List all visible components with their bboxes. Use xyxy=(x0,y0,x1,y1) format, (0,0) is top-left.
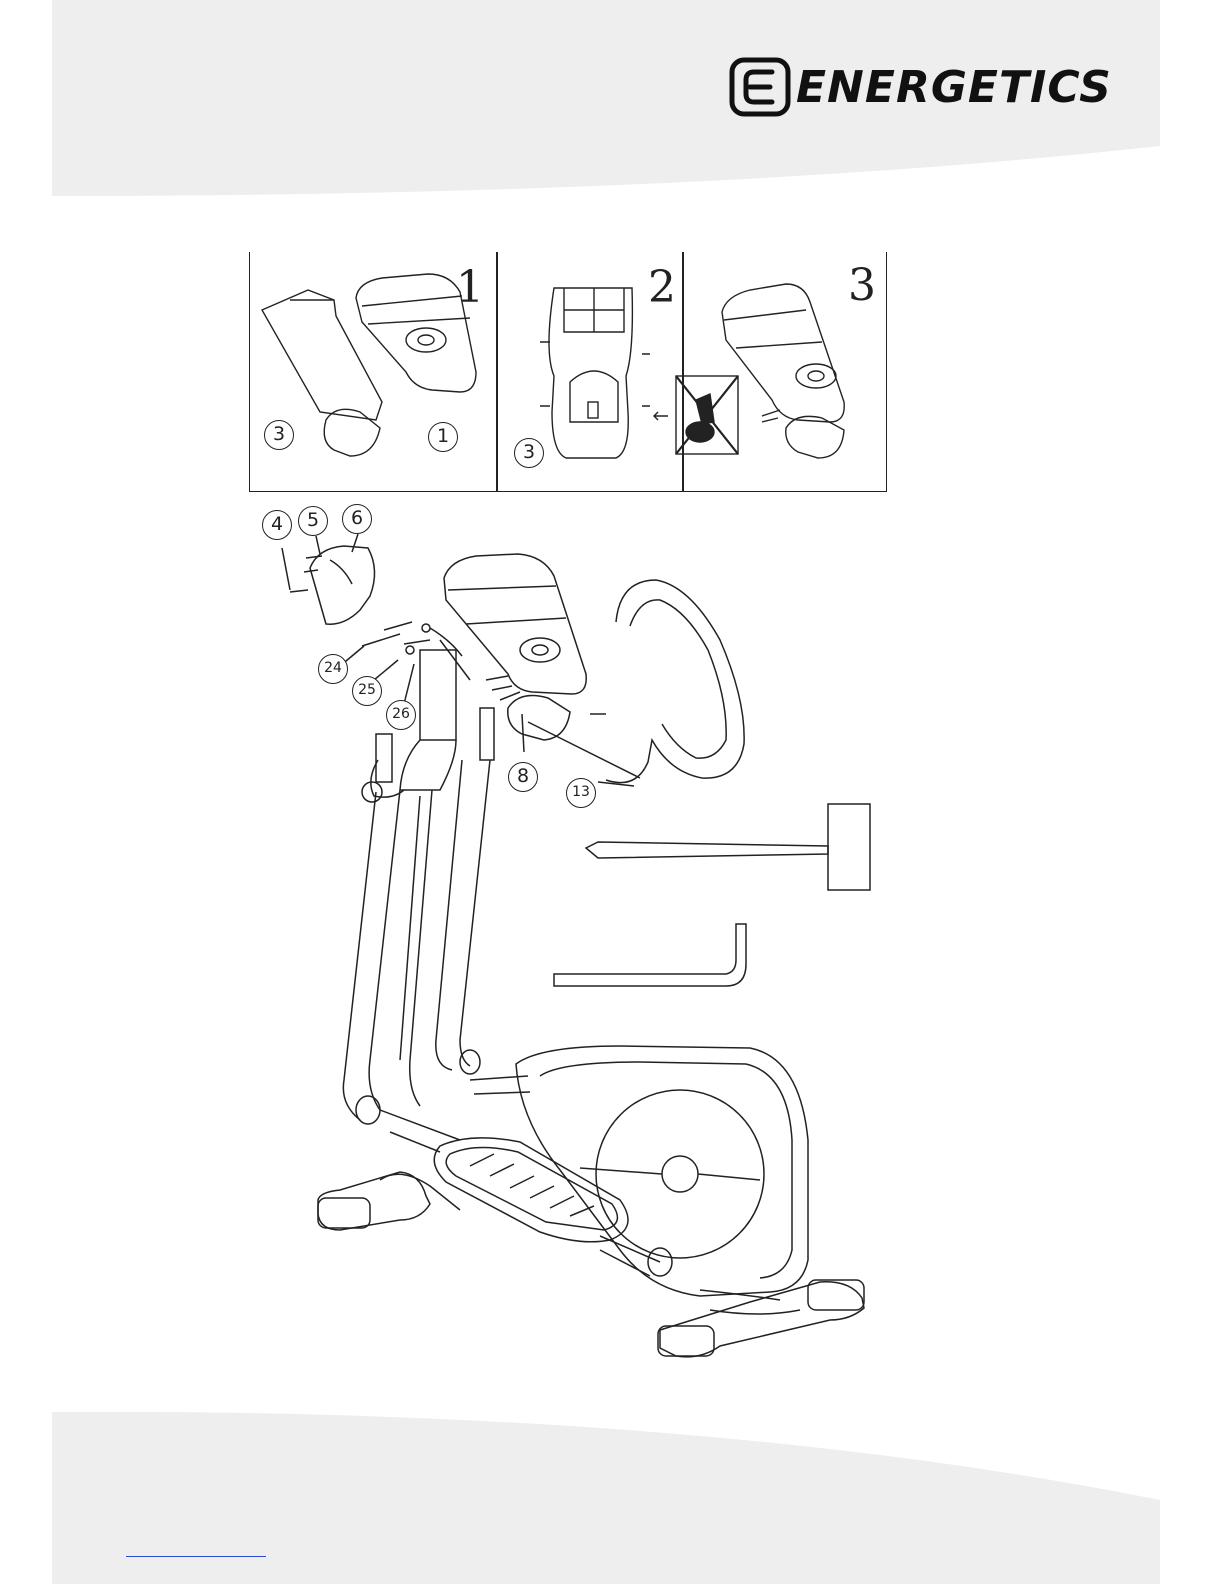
footer-link-underline[interactable] xyxy=(126,1556,266,1557)
callout-26: 26 xyxy=(386,700,416,730)
callout-4: 4 xyxy=(262,510,292,540)
callout-25: 25 xyxy=(352,676,382,706)
callout-13: 13 xyxy=(566,778,596,808)
callout-8: 8 xyxy=(508,762,538,792)
callout-5: 5 xyxy=(298,506,328,536)
callout-6: 6 xyxy=(342,504,372,534)
callout-24: 24 xyxy=(318,654,348,684)
